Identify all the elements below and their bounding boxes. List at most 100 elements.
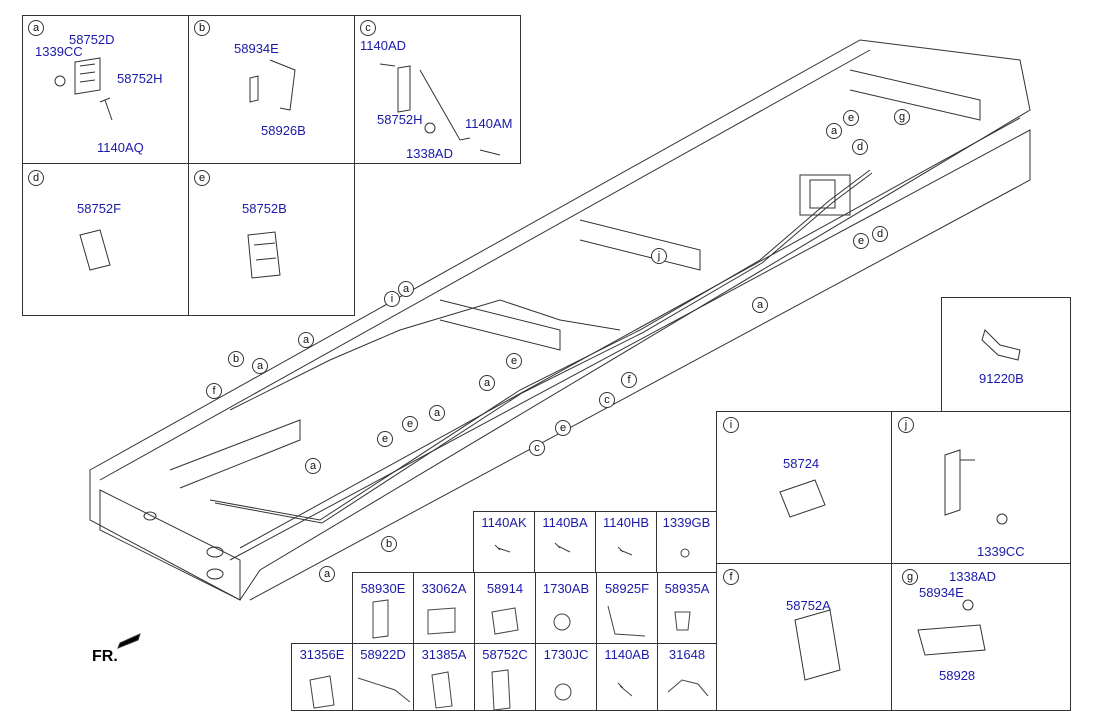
table-header: 31356E bbox=[299, 647, 345, 662]
table-cell: 58752C bbox=[474, 643, 536, 711]
detail-box-b: b 58934E 58926B bbox=[188, 15, 355, 164]
callout-letter-j: j bbox=[898, 417, 914, 433]
callout-letter-d: d bbox=[28, 170, 44, 186]
callout-letter: a bbox=[752, 297, 768, 313]
callout-letter: b bbox=[381, 536, 397, 552]
part-number: 58724 bbox=[783, 456, 820, 471]
cross-member bbox=[579, 219, 701, 271]
table-cell: 1140HB bbox=[595, 511, 657, 573]
detail-box-c: c 1140AD 58752H 1338AD 1140AM bbox=[354, 15, 521, 164]
table-cell: 1140BA bbox=[534, 511, 596, 573]
callout-letter-g: g bbox=[902, 569, 918, 585]
table-header: 58922D bbox=[360, 647, 406, 662]
table-cell: 58922D bbox=[352, 643, 414, 711]
table-header: 1140HB bbox=[602, 515, 649, 530]
table-header: 31648 bbox=[668, 647, 706, 662]
detail-box-j: j 1339CC bbox=[891, 411, 1071, 564]
part-number: 91220B bbox=[979, 371, 1024, 386]
detail-box-a: a 58752D 1339CC 58752H 1140AQ bbox=[22, 15, 189, 164]
part-number: 1140AD bbox=[360, 38, 407, 53]
part-number: 58752B bbox=[242, 201, 287, 216]
cross-member bbox=[849, 69, 981, 121]
table-cell: 1730AB bbox=[535, 572, 597, 644]
table-cell: 1730JC bbox=[535, 643, 597, 711]
part-number: 1338AD bbox=[406, 146, 453, 161]
frame-hole bbox=[206, 568, 224, 580]
part-number: 1140AQ bbox=[97, 140, 144, 155]
table-header: 33062A bbox=[421, 581, 467, 596]
fr-arrow-icon bbox=[117, 633, 141, 649]
part-number: 58928 bbox=[939, 668, 976, 683]
table-header: 58925F bbox=[604, 581, 650, 596]
callout-letter: g bbox=[894, 109, 910, 125]
brake-valve-block bbox=[809, 179, 836, 209]
table-cell: 31356E bbox=[291, 643, 353, 711]
table-header: 1140BA bbox=[542, 515, 588, 530]
brake-valve-block bbox=[799, 174, 851, 216]
callout-letter: a bbox=[398, 281, 414, 297]
brake-pipe bbox=[229, 299, 621, 411]
callout-letter: a bbox=[252, 358, 268, 374]
part-number: 58934E bbox=[234, 41, 279, 56]
table-header: 58935A bbox=[664, 581, 710, 596]
table-cell: 1140AB bbox=[596, 643, 658, 711]
table-cell: 58935A bbox=[657, 572, 717, 644]
table-cell: 33062A bbox=[413, 572, 475, 644]
callout-letter: e bbox=[377, 431, 393, 447]
table-header: 58914 bbox=[486, 581, 524, 596]
callout-letter-e: e bbox=[194, 170, 210, 186]
callout-letter: c bbox=[599, 392, 615, 408]
callout-letter-f: f bbox=[723, 569, 739, 585]
part-number: 1140AM bbox=[465, 116, 513, 131]
table-cell: 58914 bbox=[474, 572, 536, 644]
table-header: 58752C bbox=[482, 647, 528, 662]
detail-box-e: e 58752B bbox=[188, 163, 355, 316]
part-number: 58926B bbox=[261, 123, 306, 138]
table-cell: 1140AK bbox=[473, 511, 535, 573]
callout-letter: a bbox=[319, 566, 335, 582]
table-header: 1730AB bbox=[542, 581, 590, 596]
detail-box-single: 91220B bbox=[941, 297, 1071, 412]
table-cell: 31385A bbox=[413, 643, 475, 711]
table-header: 1140AK bbox=[481, 515, 527, 530]
part-number: 58752F bbox=[77, 201, 122, 216]
table-header: 1140AB bbox=[604, 647, 650, 662]
callout-letter: e bbox=[555, 420, 571, 436]
detail-box-f: f 58752A bbox=[716, 563, 892, 711]
part-number: 58752H bbox=[377, 112, 423, 127]
callout-letter: e bbox=[402, 416, 418, 432]
callout-letter: b bbox=[228, 351, 244, 367]
cross-member bbox=[169, 419, 301, 489]
detail-box-d: d 58752F bbox=[22, 163, 189, 316]
callout-letter: e bbox=[843, 110, 859, 126]
part-number: 1339CC bbox=[35, 44, 83, 59]
callout-letter: a bbox=[479, 375, 495, 391]
callout-letter: d bbox=[852, 139, 868, 155]
callout-letter: d bbox=[872, 226, 888, 242]
callout-letter: j bbox=[651, 248, 667, 264]
part-number: 58752A bbox=[786, 598, 831, 613]
callout-letter: e bbox=[853, 233, 869, 249]
part-number: 1338AD bbox=[949, 569, 996, 584]
table-cell: 1339GB bbox=[656, 511, 717, 573]
callout-letter-c: c bbox=[360, 20, 376, 36]
frame-hole bbox=[206, 546, 224, 558]
table-cell: 58930E bbox=[352, 572, 414, 644]
part-number: 58752H bbox=[117, 71, 163, 86]
detail-box-i: i 58724 bbox=[716, 411, 892, 564]
callout-letter: a bbox=[429, 405, 445, 421]
table-header: 31385A bbox=[421, 647, 467, 662]
table-header: 1339GB bbox=[662, 515, 711, 530]
callout-letter: a bbox=[305, 458, 321, 474]
callout-letter-b: b bbox=[194, 20, 210, 36]
cross-member bbox=[439, 299, 561, 351]
table-header: 58930E bbox=[360, 581, 406, 596]
callout-letter-a: a bbox=[28, 20, 44, 36]
callout-letter: f bbox=[206, 383, 222, 399]
part-number: 58934E bbox=[919, 585, 964, 600]
callout-letter: f bbox=[621, 372, 637, 388]
front-crossmember bbox=[99, 489, 241, 601]
table-header: 1730JC bbox=[543, 647, 589, 662]
frame-hole bbox=[143, 511, 157, 521]
detail-box-g: g 1338AD 58934E 58928 bbox=[891, 563, 1071, 711]
